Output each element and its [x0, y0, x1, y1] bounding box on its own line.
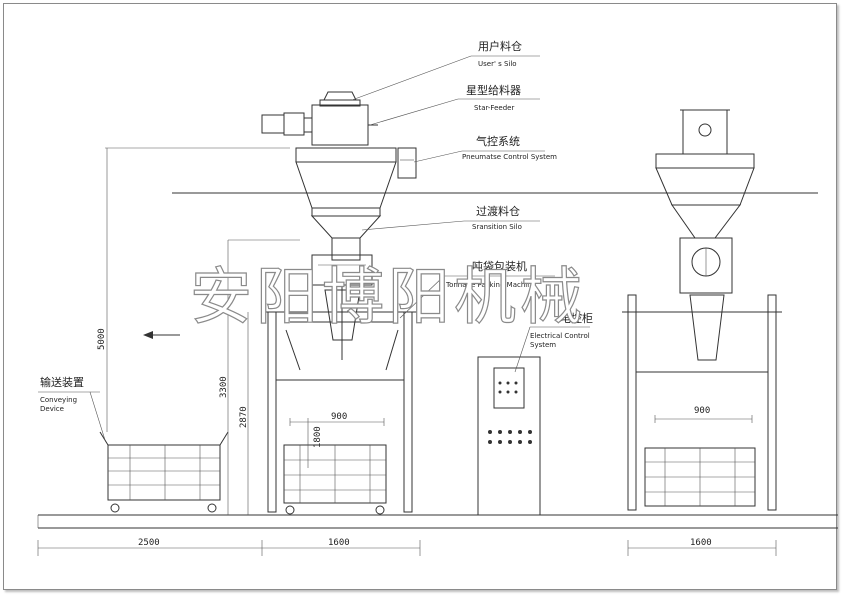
electrical-cabinet-label-cn: 电控柜: [560, 311, 593, 325]
dim-3300: 3300: [219, 376, 229, 398]
transition-silo-label-en: Sransition Silo: [472, 223, 522, 231]
packing-machine-label-cn: 吨袋包装机: [472, 259, 527, 273]
dimension-lines: [37, 148, 777, 556]
conveying-device-label-cn: 输送装置: [40, 375, 84, 389]
conveying-device-label-en-2: Device: [40, 405, 64, 413]
floor: [37, 514, 838, 529]
users-silo-label-en: User' s Silo: [478, 60, 517, 68]
dim-2870: 2870: [239, 406, 249, 428]
star-feeder-label-cn: 星型给料器: [466, 83, 521, 97]
conveying-device: [99, 431, 229, 513]
dim-900-left: 900: [331, 412, 347, 422]
packing-machine-label-en: Tonnage Packing Machine: [445, 281, 536, 289]
dim-900-right: 900: [694, 406, 710, 416]
conveying-device-label-en-1: Conveying: [40, 396, 77, 404]
electrical-cabinet-label-en-2: System: [530, 341, 556, 349]
electrical-cabinet-label-en-1: Electrical Control: [530, 332, 590, 340]
star-feeder-label-en: Star-Feeder: [474, 104, 514, 112]
dim-1600-right: 1600: [690, 538, 712, 548]
dim-5000: 5000: [97, 328, 107, 350]
dim-1600-left: 1600: [328, 538, 350, 548]
transition-silo-label-cn: 过渡料仓: [476, 204, 520, 218]
right-packing-machine: [622, 109, 782, 511]
pneumatic-label-en: Pneumatse Control System: [462, 153, 557, 161]
drawing-frame: [3, 3, 837, 590]
users-silo-label-cn: 用户料仓: [478, 39, 522, 53]
electrical-cabinet: [477, 356, 541, 516]
watermark: 安阳博阳机械: [190, 260, 586, 333]
dim-1800: 1800: [313, 426, 323, 448]
left-packing-machine: [261, 91, 420, 515]
dim-2500: 2500: [138, 538, 160, 548]
pneumatic-label-cn: 气控系统: [476, 134, 520, 148]
direction-arrow: [143, 331, 180, 339]
leader-lines: [38, 55, 590, 441]
